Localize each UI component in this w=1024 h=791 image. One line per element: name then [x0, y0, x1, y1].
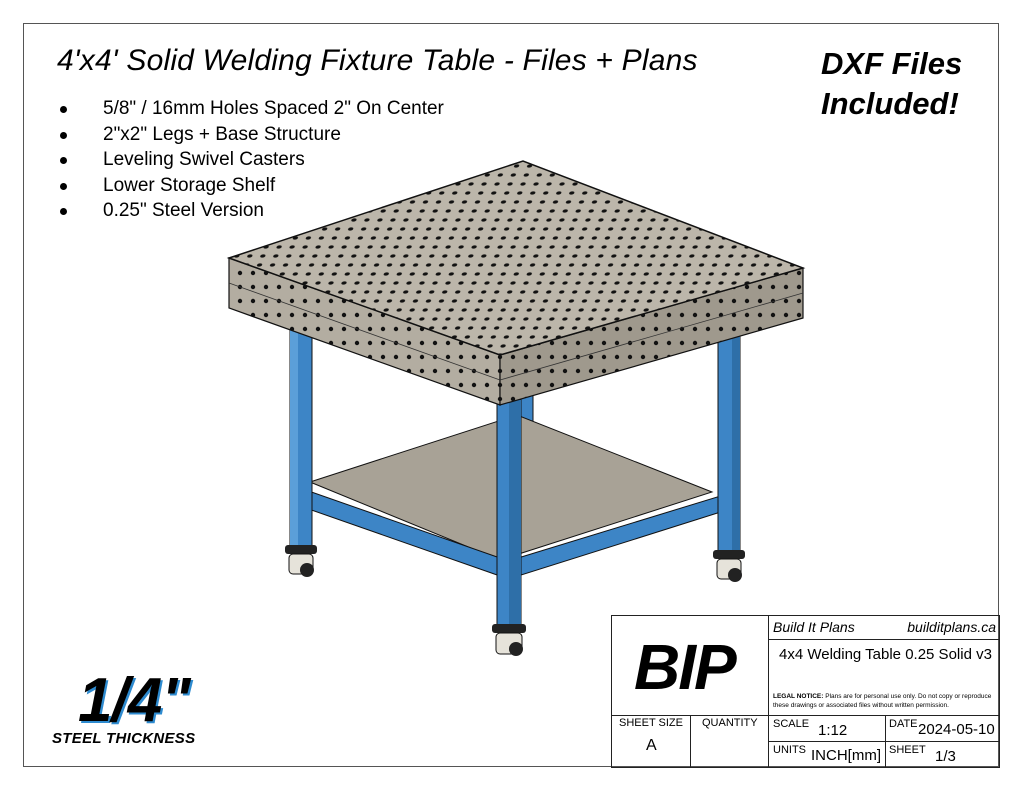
- quantity-label: QUANTITY: [702, 717, 758, 729]
- sheet-label: SHEET: [889, 744, 926, 756]
- sheet-cell: SHEET 1/3: [886, 742, 999, 768]
- drawing-frame: [23, 23, 999, 767]
- feature-item: 5/8" / 16mm Holes Spaced 2" On Center: [57, 96, 444, 122]
- scale-label: SCALE: [773, 718, 810, 730]
- caster-right: [713, 550, 745, 582]
- feature-item: 2"x2" Legs + Base Structure: [57, 122, 444, 148]
- feature-list: 5/8" / 16mm Holes Spaced 2" On Center 2"…: [57, 96, 444, 224]
- dxf-callout: DXF Files Included!: [821, 44, 962, 124]
- feature-item: 0.25" Steel Version: [57, 198, 444, 224]
- page-title: 4'x4' Solid Welding Fixture Table - File…: [57, 44, 698, 77]
- date-label: DATE: [889, 718, 918, 730]
- sheet-value: 1/3: [935, 748, 956, 765]
- thickness-value: 1/4": [78, 666, 191, 735]
- company-website: builditplans.ca: [907, 619, 996, 635]
- dxf-callout-line1: DXF Files: [821, 46, 963, 81]
- drawing-name: 4x4 Welding Table 0.25 Solid v3: [779, 646, 992, 663]
- date-value: 2024-05-10: [918, 721, 995, 738]
- company-name: Build It Plans: [773, 619, 855, 635]
- bullet-icon: [60, 106, 67, 113]
- feature-item: Lower Storage Shelf: [57, 173, 444, 199]
- sheet-size-label: SHEET SIZE: [619, 717, 683, 729]
- title-block: BIP Build It Plans builditplans.ca 4x4 W…: [611, 615, 1000, 768]
- caster-left: [285, 545, 317, 577]
- feature-text: Lower Storage Shelf: [103, 174, 276, 196]
- quantity-cell: QUANTITY: [691, 716, 769, 768]
- units-cell: UNITS INCH[mm]: [769, 742, 886, 768]
- legal-notice: LEGAL NOTICE: Plans are for personal use…: [773, 692, 997, 710]
- bullet-icon: [60, 208, 67, 215]
- feature-item: Leveling Swivel Casters: [57, 147, 444, 173]
- bullet-icon: [60, 157, 67, 164]
- sheet-size-cell: SHEET SIZE A: [612, 716, 691, 768]
- feature-text: 2"x2" Legs + Base Structure: [103, 123, 341, 145]
- sheet-size-value: A: [646, 737, 657, 754]
- feature-text: Leveling Swivel Casters: [103, 149, 305, 170]
- date-cell: DATE 2024-05-10: [886, 716, 999, 742]
- bip-logo: BIP: [634, 631, 737, 703]
- scale-cell: SCALE 1:12: [769, 716, 886, 742]
- drawing-info-cell: 4x4 Welding Table 0.25 Solid v3 LEGAL NO…: [769, 640, 999, 716]
- scale-value: 1:12: [818, 722, 848, 739]
- feature-text: 5/8" / 16mm Holes Spaced 2" On Center: [103, 98, 444, 119]
- units-value: INCH[mm]: [811, 747, 881, 764]
- steel-thickness-badge: 1/4" STEEL THICKNESS: [52, 666, 196, 748]
- legal-notice-text: Plans are for personal use only. Do not …: [773, 693, 992, 709]
- logo-cell: BIP: [612, 616, 769, 716]
- thickness-label: STEEL THICKNESS: [52, 730, 196, 747]
- legal-notice-label: LEGAL NOTICE:: [773, 693, 824, 700]
- dxf-callout-line2: Included!: [821, 86, 959, 121]
- bullet-icon: [60, 131, 67, 139]
- company-row: Build It Plans builditplans.ca: [769, 616, 999, 640]
- bullet-icon: [60, 182, 67, 190]
- feature-text: 0.25" Steel Version: [103, 200, 264, 221]
- units-label: UNITS: [773, 744, 806, 756]
- caster-front: [492, 624, 526, 656]
